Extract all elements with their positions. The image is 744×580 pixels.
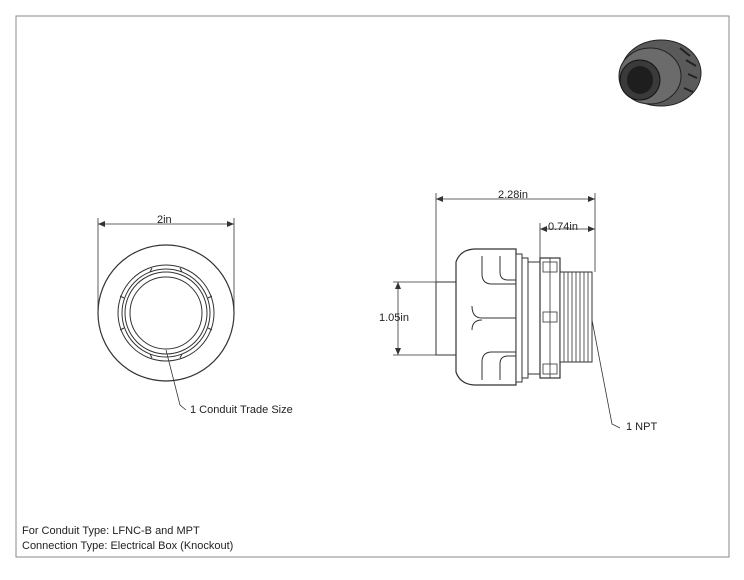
bore-ring: [124, 271, 208, 355]
front-view: [97, 218, 235, 411]
overall-length-dimension: 2.28in: [498, 189, 528, 201]
conduit-type-note: For Conduit Type: LFNC-B and MPT: [22, 525, 200, 537]
side-view: [393, 193, 621, 429]
connection-type-note: Connection Type: Electrical Box (Knockou…: [22, 540, 234, 552]
conduit-size-callout: 1 Conduit Trade Size: [190, 404, 293, 416]
grip-body: [455, 248, 517, 386]
thread-length-dimension: 0.74in: [548, 221, 578, 233]
npt-callout: 1 NPT: [626, 421, 658, 433]
height-dimension: 1.05in: [379, 312, 409, 324]
front-width-dimension: 2in: [157, 214, 172, 226]
grip-ring: [117, 264, 215, 362]
iso-thumbnail: [618, 39, 702, 107]
